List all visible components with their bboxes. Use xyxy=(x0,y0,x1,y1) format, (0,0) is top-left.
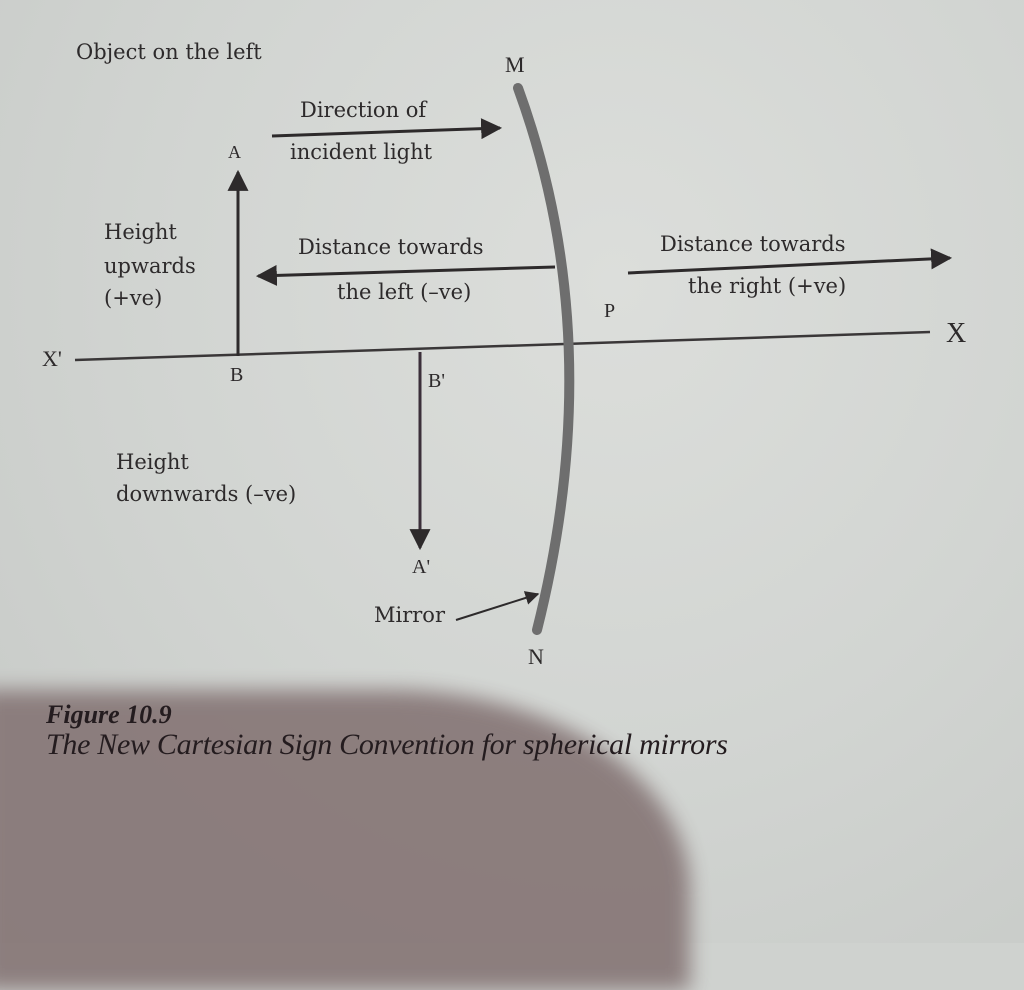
image-base-label: B' xyxy=(428,370,445,392)
pole-label: P xyxy=(604,300,616,322)
mirror-bottom-label: N xyxy=(528,644,544,669)
left-distance-arrow xyxy=(255,264,556,286)
object-tip-label: A xyxy=(228,142,241,162)
sign-convention-diagram xyxy=(74,83,953,635)
axis-left-label: X' xyxy=(42,346,62,371)
right-distance-arrow xyxy=(627,248,953,275)
mirror-curve xyxy=(513,83,575,635)
image-tip-label: A' xyxy=(412,556,431,578)
figure-caption: The New Cartesian Sign Convention for sp… xyxy=(46,728,728,761)
mirror-top-label: M xyxy=(505,52,525,77)
hand-shadow xyxy=(0,690,690,990)
mirror-pointer-arrow xyxy=(455,591,540,621)
object-base-label: B xyxy=(230,364,244,386)
axis-right-label: X xyxy=(946,318,967,349)
incident-light-arrow xyxy=(271,118,503,140)
principal-axis xyxy=(74,330,931,362)
object-position-note: Object on the left xyxy=(76,40,262,64)
figure-number: Figure 10.9 xyxy=(46,700,172,729)
mirror-pointer-label: Mirror xyxy=(374,603,445,627)
